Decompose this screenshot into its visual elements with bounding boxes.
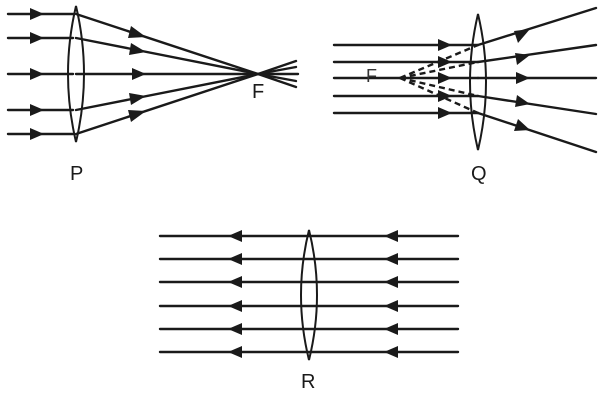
arrow-p-out-5	[128, 110, 146, 122]
arrow-p-in-5	[30, 128, 44, 140]
lens-p-outline	[67, 5, 85, 143]
ray-q-out-1	[476, 6, 598, 47]
lens-q-group: F Q	[332, 6, 598, 185]
virtual-ray-q-5	[399, 76, 479, 115]
lens-p-group: F P	[6, 5, 300, 185]
arrow-q-in-4	[438, 90, 452, 102]
arrow-p-in-1	[30, 8, 44, 20]
arrow-r-left-1	[228, 230, 242, 242]
arrow-q-out-3	[516, 72, 530, 84]
arrow-q-out-4	[515, 95, 530, 107]
arrow-p-out-3	[132, 68, 146, 80]
ray-p-out-5	[74, 72, 260, 136]
arrow-p-out-2	[129, 43, 146, 55]
arrow-p-out-4	[129, 93, 146, 105]
ray-p-out-2	[74, 36, 260, 76]
arrow-r-right-5	[384, 323, 398, 335]
arrow-p-out-1	[128, 26, 146, 38]
arrow-r-left-2	[228, 253, 242, 265]
arrow-q-out-2	[515, 53, 530, 65]
lens-label-r: R	[301, 371, 315, 393]
arrow-q-in-3	[438, 72, 452, 84]
arrow-r-left-5	[228, 323, 242, 335]
arrow-r-left-4	[228, 300, 242, 312]
focus-label-p: F	[252, 81, 264, 103]
ray-p-beyond-5	[256, 59, 298, 76]
arrow-r-right-4	[384, 300, 398, 312]
arrow-q-in-2	[438, 56, 452, 68]
lens-label-p: P	[70, 163, 83, 185]
ray-q-out-2	[476, 43, 598, 64]
ray-p-out-1	[74, 12, 260, 76]
arrow-p-in-4	[30, 104, 44, 116]
arrow-r-right-1	[384, 230, 398, 242]
ray-q-out-4	[476, 94, 598, 116]
arrow-r-right-2	[384, 253, 398, 265]
lens-r-group: R	[158, 229, 460, 393]
virtual-ray-q-2	[399, 60, 479, 80]
lens-label-q: Q	[471, 163, 487, 185]
arrow-r-left-3	[228, 276, 242, 288]
ray-q-out-5	[476, 111, 598, 154]
arrow-q-in-1	[438, 39, 452, 51]
arrow-q-out-5	[514, 119, 530, 131]
virtual-ray-q-1	[399, 43, 479, 80]
arrow-q-out-1	[514, 29, 530, 43]
arrow-q-in-5	[438, 107, 452, 119]
ray-p-out-4	[74, 72, 260, 112]
arrow-r-left-6	[228, 346, 242, 358]
virtual-ray-q-4	[399, 76, 479, 98]
arrow-p-in-3	[30, 68, 44, 80]
lens-q-outline	[469, 13, 487, 151]
arrow-p-in-2	[30, 32, 44, 44]
lens-r-outline	[300, 229, 318, 361]
arrow-r-right-3	[384, 276, 398, 288]
focus-label-q: F	[366, 66, 377, 86]
arrow-r-right-6	[384, 346, 398, 358]
